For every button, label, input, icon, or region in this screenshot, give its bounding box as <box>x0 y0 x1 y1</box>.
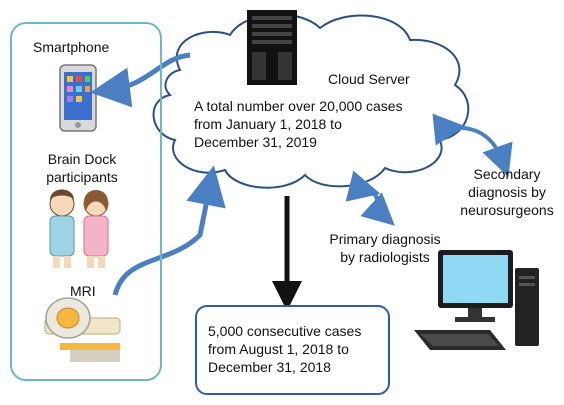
primary-diagnosis-line1: Primary diagnosis <box>329 231 441 247</box>
participants-icon <box>49 189 109 268</box>
arrow-primary-diagnosis <box>345 170 395 226</box>
primary-diagnosis-line2: by radiologists <box>340 249 430 265</box>
participants-label-line2: participants <box>46 169 118 185</box>
participants-label-line1: Brain Dock <box>47 151 117 167</box>
secondary-diagnosis-line2: diagnosis by <box>468 184 546 200</box>
computer-icon <box>414 250 539 350</box>
result-line2: from August 1, 2018 to <box>208 341 349 357</box>
mri-label: MRI <box>70 283 96 299</box>
arrow-cloud-to-smartphone <box>90 52 191 108</box>
arrow-mri-to-cloud <box>112 165 226 296</box>
result-line3: December 31, 2018 <box>208 359 331 375</box>
cases-text-line2: from January 1, 2018 to <box>194 116 342 132</box>
participants-panel <box>10 22 162 381</box>
arrow-secondary-diagnosis <box>432 113 513 178</box>
cases-text-line1: A total number over 20,000 cases <box>194 98 403 114</box>
server-icon <box>247 10 297 85</box>
mri-scanner-icon <box>44 297 121 362</box>
result-box <box>195 305 390 395</box>
secondary-diagnosis-line3: neurosurgeons <box>460 202 554 218</box>
smartphone-label: Smartphone <box>33 39 110 55</box>
cloud-server-label: Cloud Server <box>328 71 410 87</box>
cases-text-line3: December 31, 2019 <box>194 134 317 150</box>
result-line1: 5,000 consecutive cases <box>208 323 362 339</box>
secondary-diagnosis-line1: Secondary <box>473 166 541 182</box>
